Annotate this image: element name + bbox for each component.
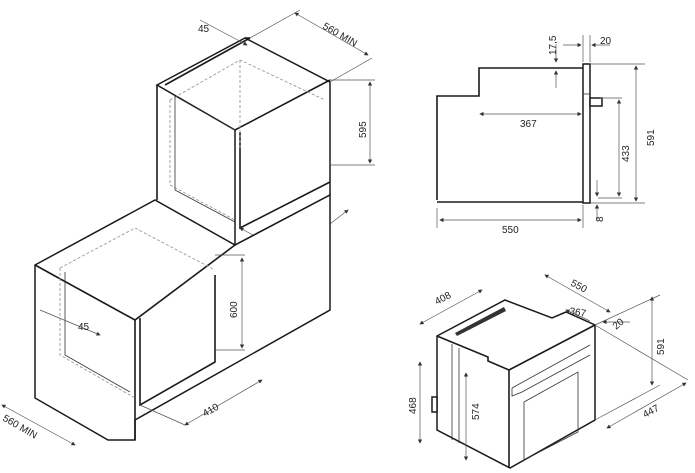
iso-step-depth-label: 367 — [568, 306, 587, 320]
under-counter-cabinet-drawing: 45 600 410 560 MIN — [1, 193, 331, 446]
side-total-height-label: 591 — [646, 129, 657, 146]
column-depth-offset-label: 45 — [198, 24, 210, 35]
under-niche-depth-label: 410 — [201, 402, 221, 420]
iso-door-thickness-label: 20 — [611, 316, 627, 332]
side-door-thickness-label: 20 — [600, 36, 612, 47]
iso-total-height-label: 591 — [656, 338, 667, 355]
under-depth-offset-label: 45 — [78, 322, 90, 333]
side-top-gap-label: 17,5 — [548, 35, 559, 55]
side-body-height-label: 433 — [621, 145, 632, 162]
column-cabinet-drawing: 45 560 MIN 595 410 — [155, 9, 375, 256]
iso-side-height-label: 468 — [408, 397, 419, 414]
under-niche-height-label: 600 — [229, 301, 240, 318]
iso-depth-label: 550 — [569, 278, 589, 296]
column-niche-height-label: 595 — [358, 121, 369, 138]
under-cabinet-depth-label: 560 MIN — [1, 413, 39, 441]
oven-isometric-view: 408 550 367 20 591 468 574 447 — [408, 274, 689, 469]
oven-side-view: 17,5 20 591 367 433 550 8 — [436, 35, 657, 236]
iso-front-width-label: 447 — [641, 403, 661, 421]
iso-width-label: 408 — [433, 290, 453, 308]
iso-body-height-label: 574 — [471, 403, 482, 420]
side-body-depth-label: 550 — [502, 225, 519, 236]
side-bottom-gap-label: 8 — [595, 216, 606, 222]
column-cabinet-depth-label: 560 MIN — [321, 21, 359, 49]
side-step-depth-label: 367 — [520, 119, 537, 130]
